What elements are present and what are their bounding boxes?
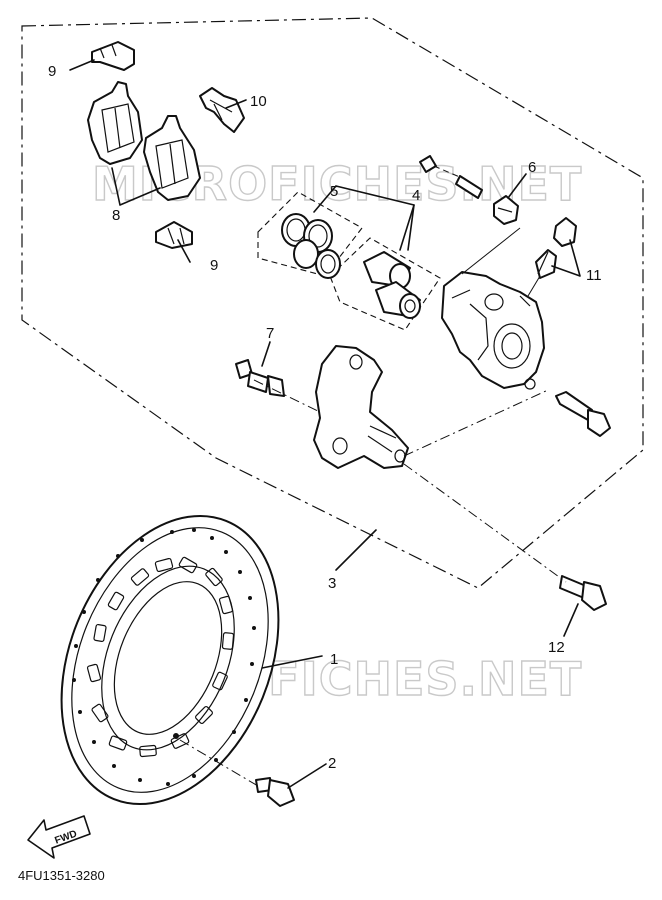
leader-lines — [69, 59, 581, 789]
piston-seal-kit — [281, 213, 341, 279]
callout-1: 1 — [330, 651, 338, 668]
callout-6: 6 — [528, 159, 536, 176]
callout-10: 10 — [250, 93, 267, 110]
callout-11: 11 — [586, 267, 602, 284]
callout-4: 4 — [412, 187, 420, 204]
piston-box — [329, 237, 441, 331]
callout-5: 5 — [330, 183, 338, 200]
forward-arrow: FWD — [27, 815, 91, 859]
callout-3: 3 — [328, 575, 336, 592]
diagram-code: 4FU1351-3280 — [18, 868, 105, 883]
pad-support-clip-lower — [155, 221, 193, 249]
brake-disc — [60, 514, 280, 806]
caliper-bracket — [313, 345, 409, 469]
seal-kit-box — [257, 191, 363, 277]
disc-drill-holes — [72, 528, 256, 786]
caliper-pin-top — [419, 155, 483, 199]
bleed-screw — [535, 217, 577, 279]
callout-9-lower: 9 — [210, 257, 218, 274]
pad-support-clip-upper — [91, 41, 135, 71]
disc-bolt — [255, 777, 295, 807]
disc-slots — [86, 556, 235, 758]
callout-12: 12 — [548, 639, 565, 656]
brake-pad-front — [87, 81, 143, 165]
callout-8: 8 — [112, 207, 120, 224]
caliper-pistons — [363, 251, 421, 319]
caliper-body — [441, 271, 545, 390]
bracket-mounting-bolt — [559, 575, 607, 611]
pad-spring — [199, 87, 245, 133]
caliper-pin-bolt — [555, 391, 611, 437]
callout-9-upper: 9 — [48, 63, 56, 80]
bleed-screw-cap — [493, 195, 519, 225]
caliper-bracket-bolt — [235, 359, 285, 397]
brake-pad-rear — [143, 115, 201, 201]
callout-2: 2 — [328, 755, 336, 772]
callout-7: 7 — [266, 325, 274, 342]
